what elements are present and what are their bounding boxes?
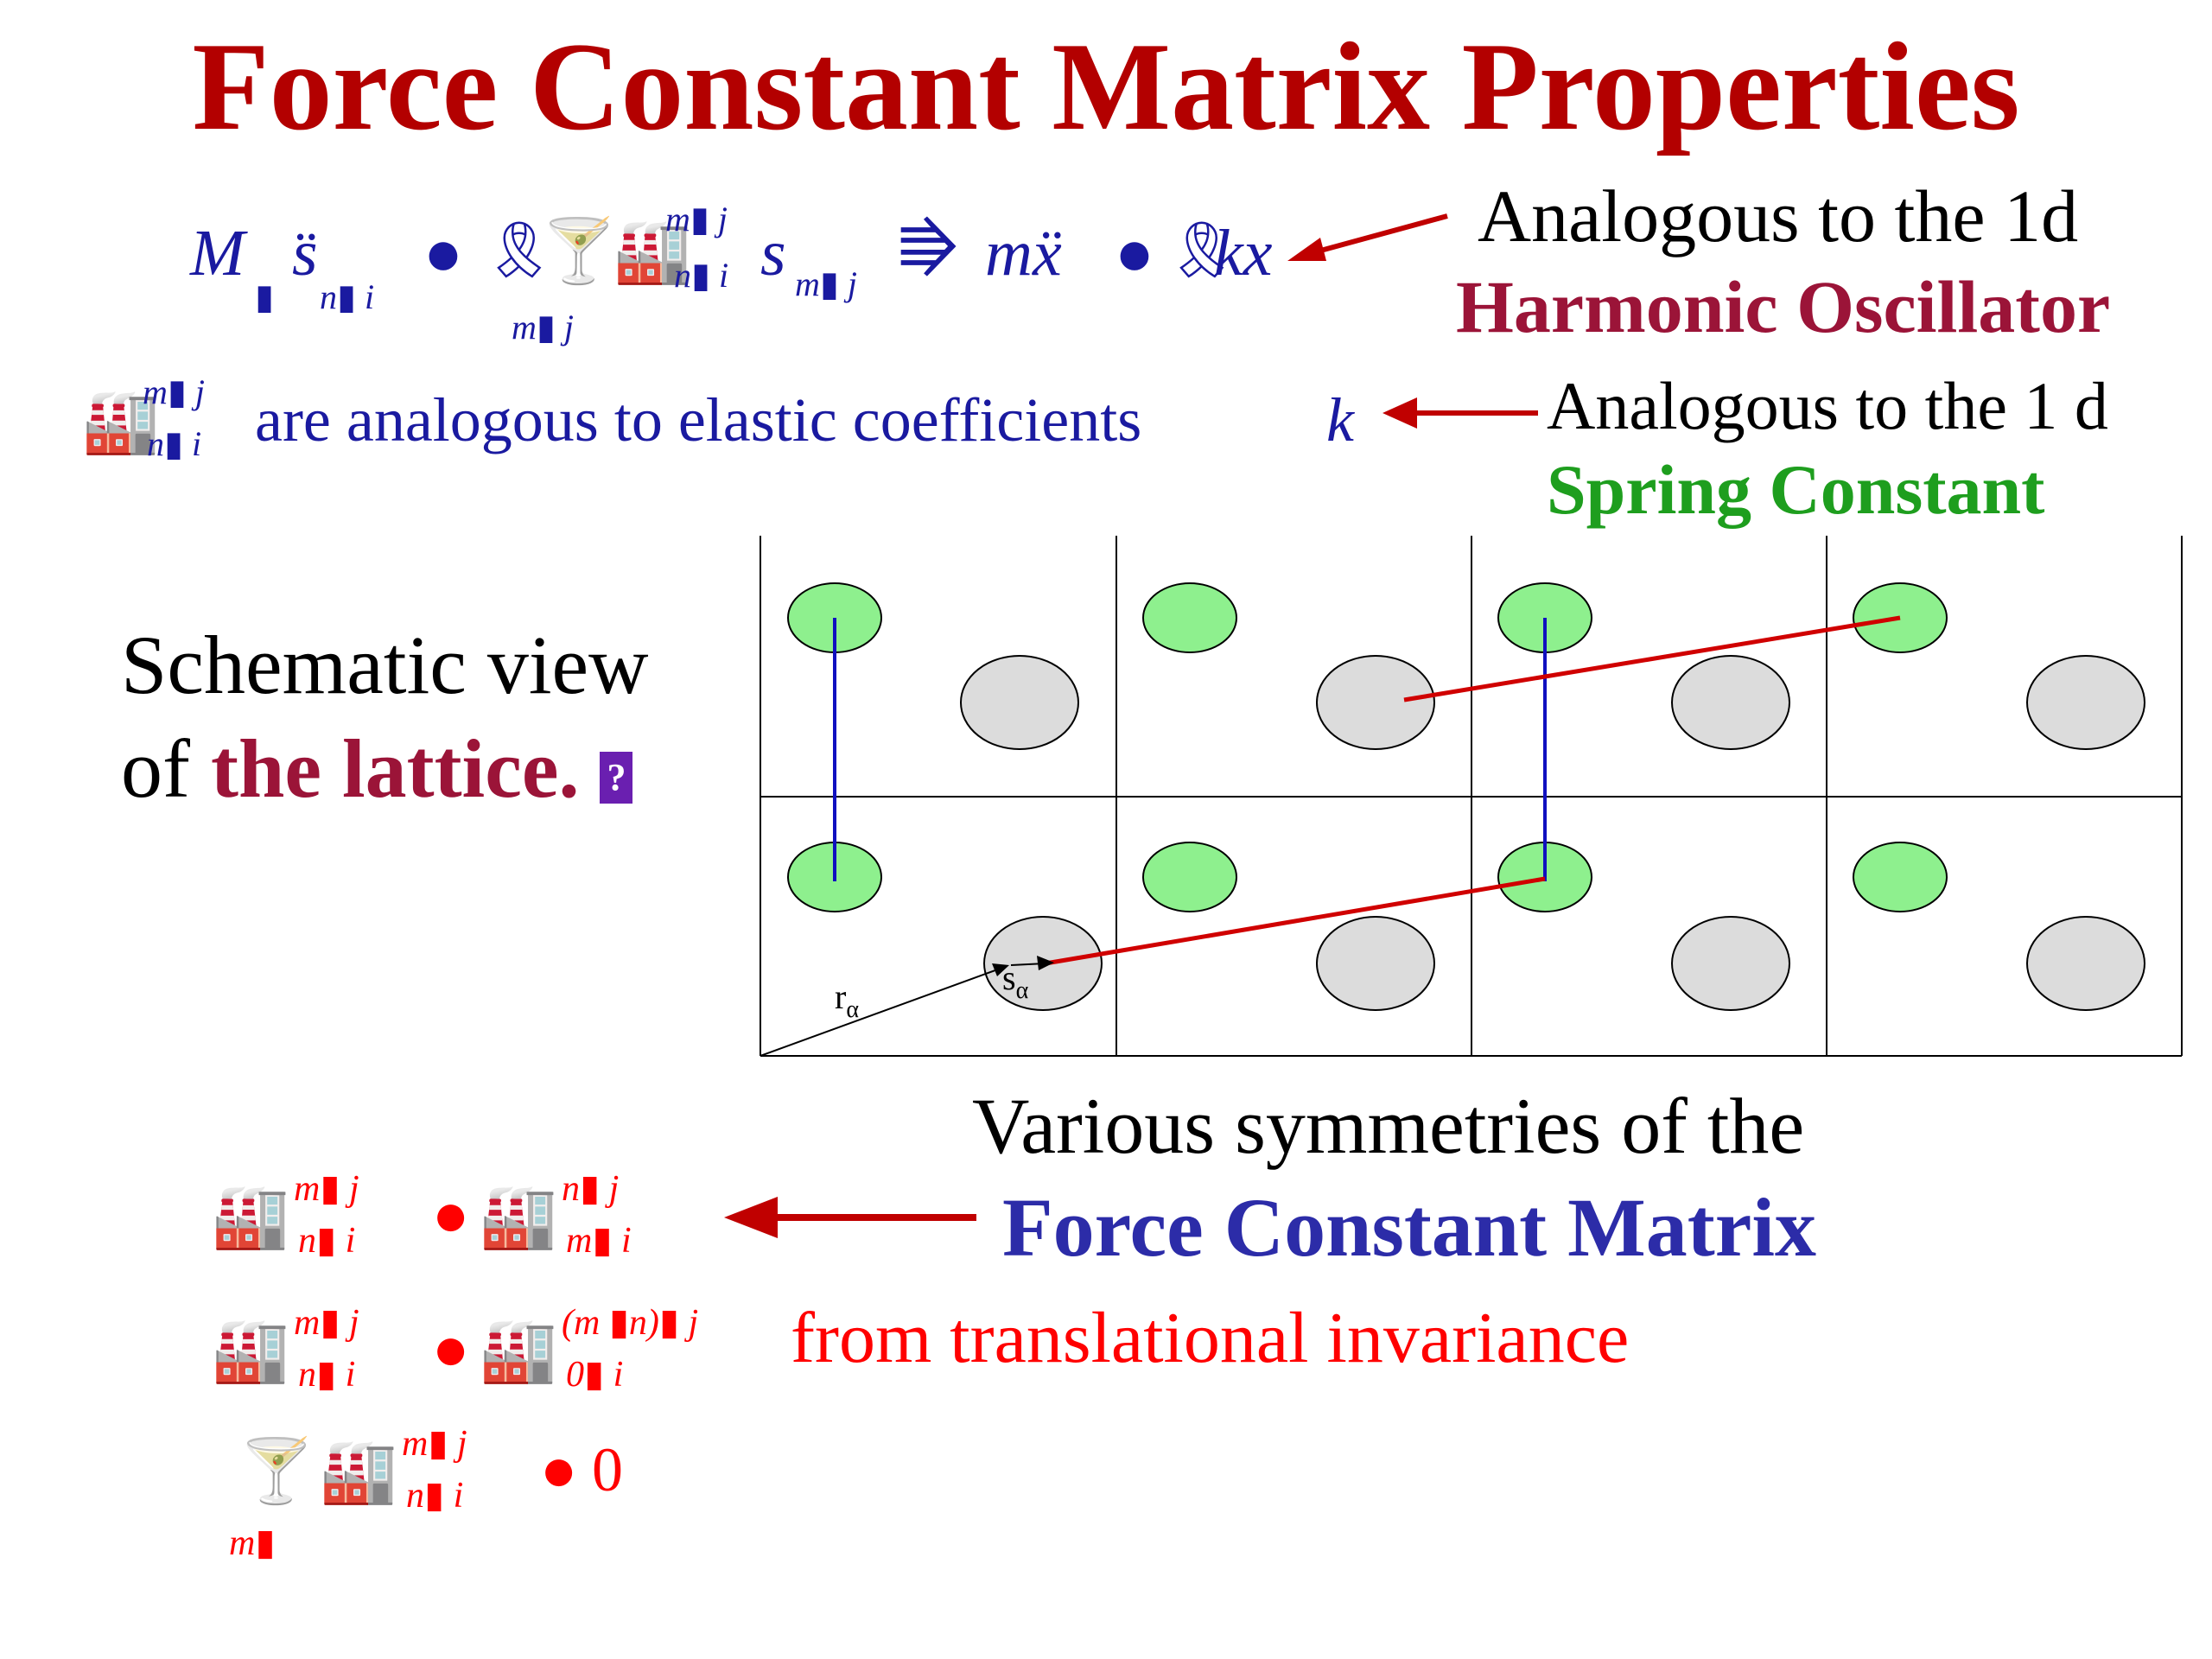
eq-ribbon-icon-2: 🎗 (1166, 219, 1237, 281)
eq-M: M (190, 217, 245, 289)
r-alpha-label: rα (835, 977, 859, 1023)
red-bond (1403, 615, 1901, 702)
arrow-to-kx (1287, 213, 1448, 261)
elastic-factory-icon: 🏭 (82, 387, 160, 456)
sym3-sum-sub: m▮ (229, 1523, 276, 1563)
eq-equals-bullet: ● (423, 217, 463, 289)
sym2-sub: n▮ i (298, 1355, 356, 1395)
symmetry-eq-1: 🏭 m▮ j n▮ i ● 🏭 n▮ j m▮ i (212, 1166, 730, 1270)
phi-factory-icon-2: 🏭 (480, 1182, 557, 1251)
page-title: Force Constant Matrix Properties (192, 16, 2020, 156)
eq-equals-bullet-2: ● (1115, 217, 1154, 289)
eq-M-sub: ▮ (255, 277, 275, 316)
sym2-equals: ● (432, 1314, 470, 1383)
gray-atom (2026, 916, 2145, 1011)
lattice-grid (760, 536, 2183, 1057)
eq-s2-sub: m▮ j (795, 264, 858, 303)
lattice-caption-bold: the lattice. (210, 722, 580, 815)
sym3-sup: m▮ j (402, 1424, 467, 1464)
green-atom (1142, 842, 1237, 912)
lattice-diagram: rα sα (760, 536, 2183, 1057)
gray-atom (1671, 916, 1790, 1011)
note-spring-constant: Spring Constant (1547, 450, 2045, 529)
eq-ribbon-icon: 🎗 (484, 219, 555, 281)
eq-mx: mẍ (985, 217, 1062, 289)
r-vector (760, 967, 1003, 1057)
equation-elastic: 🏭 m▮ j n▮ i are analogous to elastic coe… (82, 372, 1378, 471)
note-analog-spring: Analogous to the 1 d (1547, 368, 2108, 443)
arrow-to-symmetry (724, 1197, 976, 1238)
r-vector-head (992, 963, 1009, 976)
sym1-equals: ● (432, 1180, 470, 1249)
arrow-head (1287, 238, 1326, 261)
elastic-text: are analogous to elastic coefficients (255, 385, 1142, 454)
red-bonds (1045, 615, 1901, 966)
sym1-sup2: n▮ j (562, 1169, 620, 1209)
missing-glyph-box: ? (600, 751, 633, 804)
phi-factory-icon: 🏭 (212, 1182, 289, 1251)
eq-sum-sub: m▮ j (512, 308, 575, 346)
phi-factory-icon-4: 🏭 (480, 1316, 557, 1385)
sym3-sub: n▮ i (406, 1476, 464, 1516)
green-atoms (787, 582, 1948, 912)
sym2-sup: m▮ j (294, 1303, 359, 1343)
symmetries-fcm: Force Constant Matrix (1002, 1181, 1816, 1274)
sym2-sub2: 0▮ i (566, 1355, 624, 1395)
arrow-line (1304, 213, 1448, 257)
lattice-caption-prefix: of (121, 722, 211, 815)
gray-atom (1671, 655, 1790, 750)
sym1-sup: m▮ j (294, 1169, 359, 1209)
gray-atoms (960, 655, 2145, 1011)
lattice-caption: Schematic view of the lattice. ? (121, 613, 648, 821)
s-vector-head (1037, 956, 1054, 970)
arrow-head-3 (724, 1197, 778, 1238)
symmetry-eq-3: 🍸 m▮ 🏭 m▮ j n▮ i ● 0 (229, 1417, 747, 1573)
red-bond (1045, 876, 1546, 966)
sym2-sup2: (m ▮n)▮ j (562, 1303, 699, 1343)
note-harmonic-oscillator: Harmonic Oscillator (1456, 265, 2111, 348)
lattice-caption-line1: Schematic view (121, 619, 649, 711)
translational-invariance-label: from translational invariance (791, 1298, 1630, 1378)
symmetry-eq-2: 🏭 m▮ j n▮ i ● 🏭 (m ▮n)▮ j 0▮ i (212, 1300, 817, 1404)
lattice-caption-line2: of the lattice. ? (121, 717, 648, 821)
arrow-head-2 (1382, 397, 1417, 429)
eq-phi-sup: m▮ j (665, 200, 728, 238)
gray-atom (1316, 655, 1435, 750)
elastic-sub: n▮ i (147, 424, 202, 463)
eq-phi-sub: n▮ i (674, 256, 729, 295)
sym3-zero: 0 (592, 1435, 623, 1504)
eq-sum-cocktail-icon: 🍸 (540, 217, 618, 286)
gray-atom (2026, 655, 2145, 750)
sym1-sub: n▮ i (298, 1221, 356, 1261)
eq-implies-arrow: ⭆ (899, 215, 958, 288)
note-analog-oscillator: Analogous to the 1d (1478, 175, 2079, 257)
eq-phi-factory-icon: 🏭 (613, 217, 691, 286)
sym1-sub2: m▮ i (566, 1221, 632, 1261)
symmetries-caption: Various symmetries of the (972, 1082, 1805, 1170)
s-alpha-label: sα (1002, 958, 1029, 1004)
gray-atom (960, 655, 1079, 750)
blue-bonds (833, 618, 1547, 881)
elastic-sup: m▮ j (143, 372, 206, 411)
eq-kx: kx (1214, 217, 1273, 289)
eq-s-sub: n▮ i (320, 277, 375, 316)
sym3-equals: ● (540, 1435, 578, 1504)
arrow-to-k (1382, 397, 1538, 429)
sum-cocktail-icon: 🍸 (238, 1437, 315, 1506)
elastic-k: k (1326, 385, 1354, 454)
phi-factory-icon-3: 🏭 (212, 1316, 289, 1385)
eq-s2: s (760, 217, 786, 289)
green-atom (1142, 582, 1237, 653)
phi-factory-icon-5: 🏭 (320, 1437, 397, 1506)
green-atom (1853, 842, 1948, 912)
gray-atom (1316, 916, 1435, 1011)
eq-s-ddot: s̈ (292, 217, 318, 289)
